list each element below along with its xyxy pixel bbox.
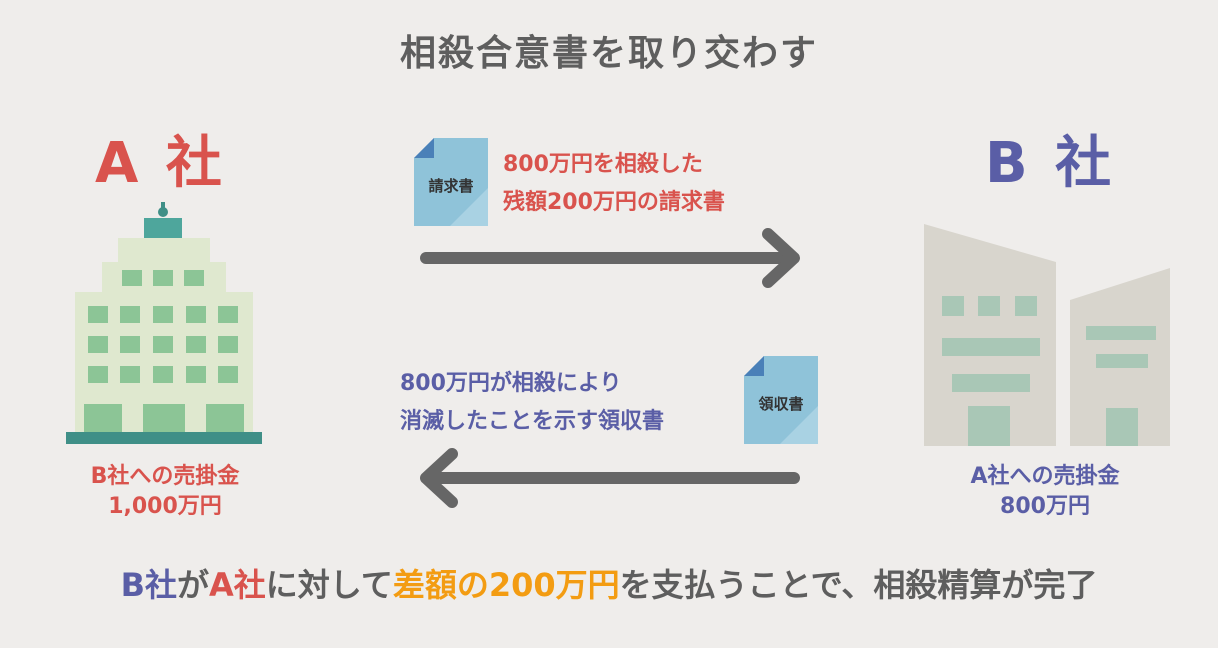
conclusion-particle-ga: が [176,566,209,604]
arrow-left-icon [420,448,800,508]
company-b-receivable-amount: 800万円 [1000,494,1090,519]
conclusion-text: B社がA社に対して差額の200万円を支払うことで、相殺精算が完了 [0,560,1218,606]
company-a-building-icon [66,202,262,444]
invoice-document-icon: 請求書 [410,138,492,230]
receipt-description: 800万円が相殺により 消滅したことを示す領収書 [400,365,664,441]
receipt-doc-label: 領収書 [758,395,804,413]
company-a-receivable-amount: 1,000万円 [108,494,222,519]
receipt-description-line1: 800万円が相殺により [400,371,622,396]
invoice-doc-label: 請求書 [428,177,474,195]
company-b-receivable: A社への売掛金 800万円 [930,462,1160,522]
company-a-name: A 社 [95,131,226,196]
invoice-description: 800万円を相殺した 残額200万円の請求書 [503,146,725,222]
invoice-description-line1: 800万円を相殺した [503,152,703,177]
conclusion-particle-ni-taishite: に対して [265,566,393,604]
conclusion-company-a: A社 [209,566,266,604]
conclusion-difference-amount: 差額の200万円 [392,566,620,604]
invoice-description-line2: 残額200万円の請求書 [503,190,725,215]
conclusion-company-b: B社 [120,566,177,604]
company-b-name: B 社 [985,131,1116,196]
company-a-receivable: B社への売掛金 1,000万円 [50,462,280,522]
page-title: 相殺合意書を取り交わす [399,33,818,74]
conclusion-ending: を支払うことで、相殺精算が完了 [619,566,1098,604]
receipt-document-icon: 領収書 [740,356,822,448]
receipt-description-line2: 消滅したことを示す領収書 [400,409,665,434]
company-b-building-icon [924,224,1170,446]
company-a-receivable-label: B社への売掛金 [90,464,240,489]
company-b-receivable-label: A社への売掛金 [970,464,1120,489]
arrow-right-icon [420,228,800,288]
